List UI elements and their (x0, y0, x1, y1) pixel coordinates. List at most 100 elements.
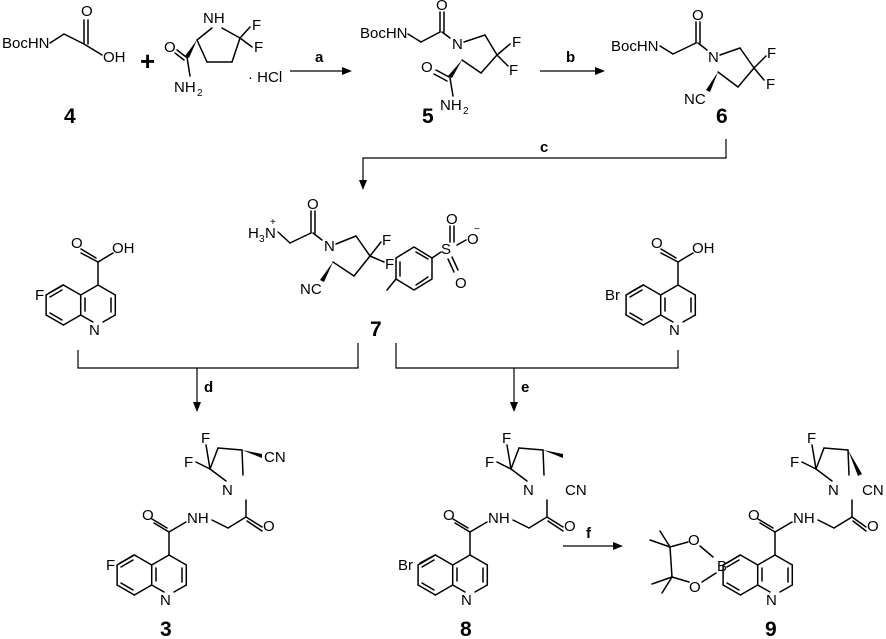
negative-charge: − (474, 224, 480, 235)
fluorine-label: F (252, 17, 261, 34)
compound-5: BocHN O N F F O NH 2 5 (360, 0, 521, 128)
compound-7: H 3 N + O N F F NC S O O − O (248, 196, 480, 341)
ring-nitrogen-label: N (828, 482, 839, 499)
nitrile-label: NC (684, 91, 706, 108)
compound-6: BocHN O N F F NC 6 (611, 7, 776, 128)
oxygen-label: O (164, 39, 176, 56)
oxygen-label: O (867, 518, 879, 535)
oxygen-label: O (689, 579, 701, 596)
arrow-step-a: a (290, 49, 352, 75)
fluorine-label: F (807, 430, 816, 447)
compound-3: N F O NH O N CN F F 3 (106, 430, 286, 639)
hydroxyl-label: OH (112, 240, 135, 257)
fluorine-label: F (767, 45, 776, 62)
arrow-step-e: e (395, 343, 679, 412)
svg-text:2: 2 (463, 106, 469, 117)
ring-nitrogen-label: N (324, 238, 335, 255)
difluoroprolinamide-hcl: NH F F O NH 2 · HCl (164, 10, 282, 99)
bromine-label: Br (605, 287, 620, 304)
fluorine-label: F (385, 256, 394, 273)
hydroxyl-label: OH (692, 240, 715, 257)
svg-text:3: 3 (259, 234, 265, 245)
sulfur-label: S (441, 241, 451, 258)
compound-number-9: 9 (765, 618, 777, 639)
oxygen-label: O (436, 0, 448, 14)
fluorine-label: F (509, 62, 518, 79)
step-label-e: e (521, 379, 529, 396)
boc-amine-label: BocHN (611, 38, 659, 55)
positive-charge: + (270, 217, 276, 228)
bromine-label: Br (398, 557, 413, 574)
oxygen-label: O (421, 59, 433, 76)
boc-amine-label: BocHN (360, 25, 408, 42)
oxygen-label: O (467, 231, 479, 248)
step-label-c: c (540, 139, 548, 156)
compound-number-6: 6 (716, 105, 728, 128)
fluorine-label: F (35, 287, 44, 304)
oxygen-label: O (142, 507, 154, 524)
amide-nh-label: NH (793, 510, 815, 527)
fluorine-label: F (790, 454, 799, 471)
oxygen-label: O (748, 507, 760, 524)
ring-nh-label: NH (203, 10, 225, 27)
arrow-step-b: b (540, 49, 605, 75)
hydroxyl-label: OH (103, 49, 126, 66)
ring-nitrogen-label: N (708, 49, 719, 66)
boron-label: B (717, 558, 727, 575)
fluorine-label: F (254, 39, 263, 56)
nitrile-label: CN (862, 482, 884, 499)
oxygen-label: O (263, 518, 275, 535)
fluorine-label: F (512, 34, 521, 51)
oxygen-label: O (692, 7, 704, 24)
oxygen-label: O (446, 211, 458, 228)
step-label-a: a (315, 49, 324, 66)
step-label-b: b (566, 49, 575, 66)
hcl-label: · HCl (248, 69, 282, 86)
fluorine-label: F (382, 232, 391, 249)
fluorine-label: F (184, 454, 193, 471)
fluorine-label: F (766, 76, 775, 93)
compound-9: N B O O O NH O N CN F (649, 430, 884, 639)
fluorine-label: F (485, 454, 494, 471)
ammonium-label: H (248, 225, 259, 242)
compound-8: N Br O NH O N CN F F 8 (398, 430, 587, 639)
arrow-step-f: f (563, 525, 623, 550)
oxygen-label: O (307, 196, 319, 213)
ring-nitrogen-label: N (222, 482, 233, 499)
ring-nitrogen-label: N (452, 36, 463, 53)
oxygen-label: O (455, 275, 467, 292)
oxygen-label: O (564, 518, 576, 535)
amide-nh-label: NH (488, 510, 510, 527)
boc-amine-label: BocHN (2, 35, 50, 52)
plus-sign: + (140, 46, 155, 76)
amide-nh-label: NH (187, 510, 209, 527)
oxygen-label: O (71, 235, 83, 252)
nitrile-label: CN (565, 482, 587, 499)
quinoline-nitrogen-label: N (766, 592, 777, 609)
amide-nh2-label: NH (440, 97, 462, 114)
amide-nh2-label: NH (174, 79, 196, 96)
nitrile-label: CN (264, 449, 286, 466)
fluorine-label: F (201, 430, 210, 447)
quinoline-nitrogen-label: N (89, 322, 100, 339)
svg-text:2: 2 (197, 88, 203, 99)
fluoroquinoline-carboxylic-acid: N O OH F (35, 235, 135, 339)
compound-number-3: 3 (160, 618, 172, 639)
arrow-step-d: d (77, 343, 359, 412)
quinoline-nitrogen-label: N (669, 322, 680, 339)
oxygen-label: O (443, 507, 455, 524)
compound-number-7: 7 (370, 318, 382, 341)
nitrile-label: NC (300, 281, 322, 298)
svg-text:N: N (265, 225, 276, 242)
oxygen-label: O (651, 235, 663, 252)
oxygen-label: O (81, 3, 93, 20)
oxygen-label: O (688, 532, 700, 549)
fluorine-label: F (106, 557, 115, 574)
quinoline-nitrogen-label: N (160, 592, 171, 609)
compound-number-5: 5 (422, 105, 434, 128)
compound-number-8: 8 (460, 618, 472, 639)
fluorine-label: F (502, 430, 511, 447)
ring-nitrogen-label: N (523, 482, 534, 499)
compound-4: BocHN O OH 4 (2, 3, 126, 128)
